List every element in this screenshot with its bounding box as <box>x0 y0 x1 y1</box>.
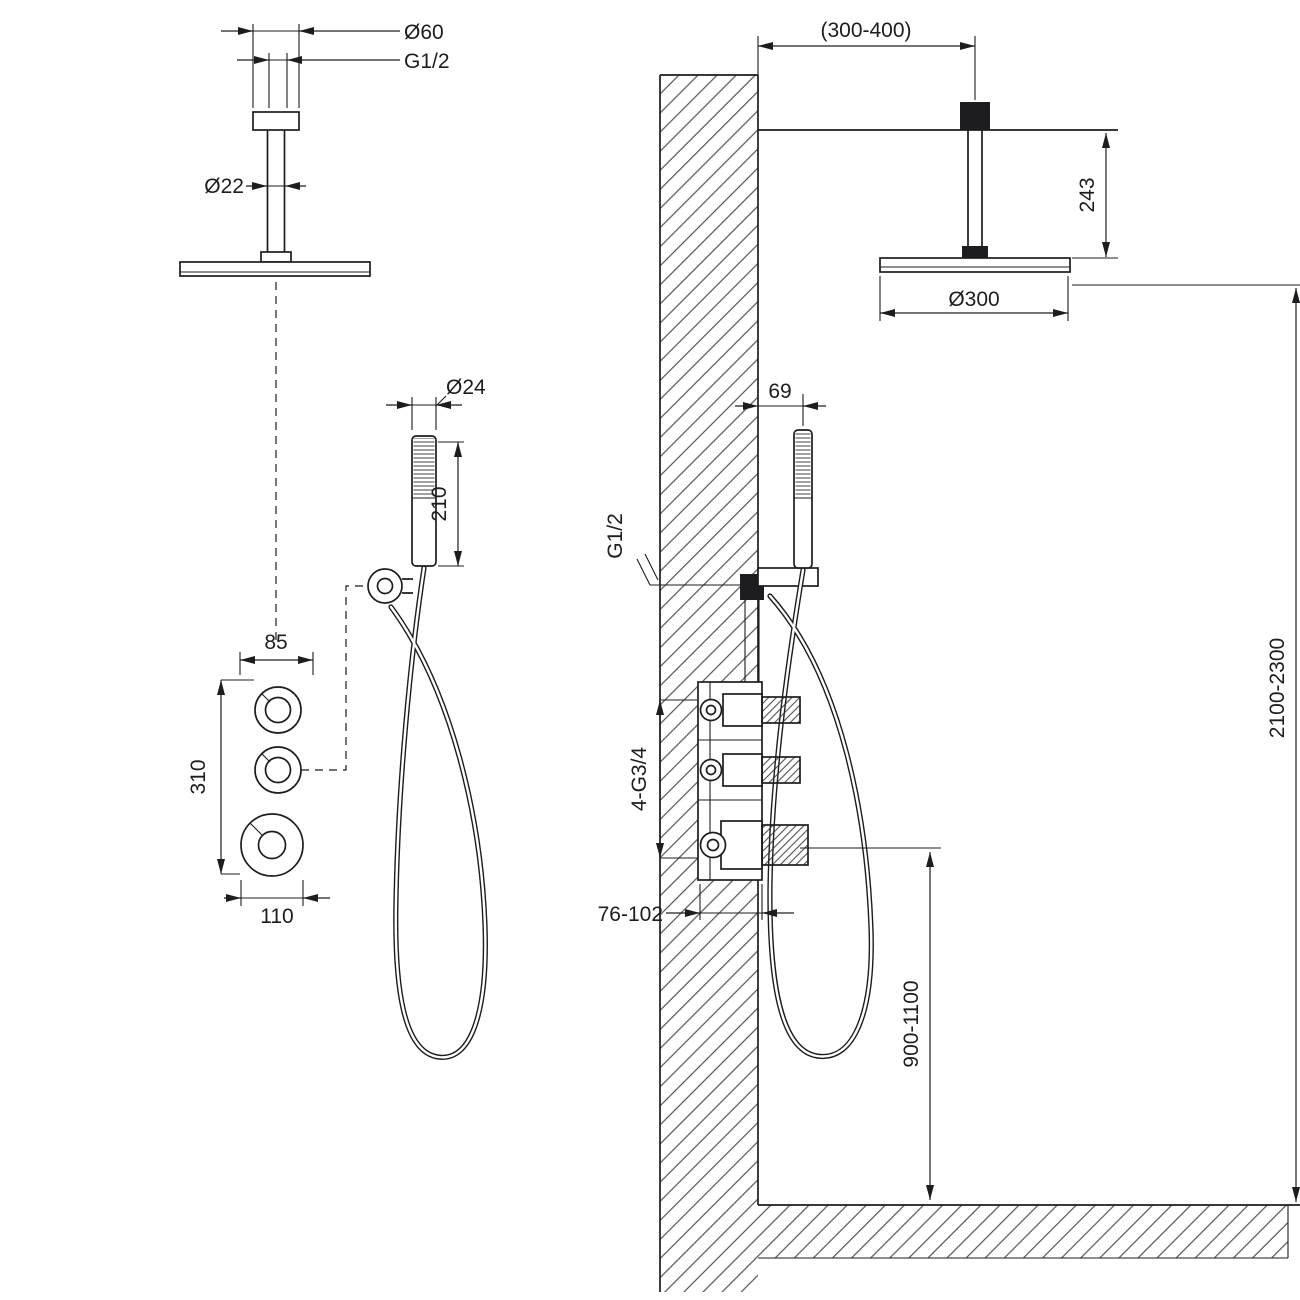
dim-g12-side-label: G1/2 <box>604 513 627 559</box>
dim-243-label: 243 <box>1076 177 1099 212</box>
side-view: (300-400) Ø300 243 2100-2300 69 <box>598 19 1300 1292</box>
dim-69-label: 69 <box>768 380 791 403</box>
dim-o22-label: Ø22 <box>204 175 244 198</box>
hand-shower-spray-texture <box>413 438 435 498</box>
dim-o60-label: Ø60 <box>404 21 444 44</box>
front-view: Ø60 G1/2 Ø22 Ø24 <box>179 21 488 1060</box>
front-ceiling-dims: Ø60 G1/2 <box>221 21 450 108</box>
front-ceiling-shower: Ø22 <box>179 111 371 640</box>
shower-head-side <box>879 257 1071 273</box>
dim-2100-2300-label: 2100-2300 <box>1266 638 1289 738</box>
side-valve-rough-in: 4-G3/4 76-102 900-1100 <box>598 681 941 1200</box>
shower-head <box>179 261 371 277</box>
hand-shower-spray-texture-side <box>795 432 811 498</box>
shower-hose-side <box>767 567 874 1060</box>
dim-85-label: 85 <box>264 631 287 654</box>
head-connector <box>260 251 292 263</box>
head-connector-side <box>962 246 988 258</box>
front-valve-trim: 85 310 110 <box>187 631 330 928</box>
in-wall-pipe <box>744 600 760 682</box>
valve-stem-top <box>761 696 801 724</box>
dim-4-g34-label: 4-G3/4 <box>628 747 651 812</box>
floor-hatch <box>758 1205 1288 1258</box>
dim-g12-front-label: G1/2 <box>404 50 450 73</box>
ceiling-mount-block <box>960 102 990 130</box>
valve-stem-middle <box>761 756 801 784</box>
shower-arm-side <box>967 130 983 246</box>
dim-o300-label: Ø300 <box>948 288 999 311</box>
dim-110-label: 110 <box>260 905 293 928</box>
ceiling-flange <box>252 111 300 131</box>
g12-leader <box>636 553 740 586</box>
dim-310-label: 310 <box>187 759 210 794</box>
dim-900-1100-label: 900-1100 <box>900 980 923 1067</box>
dim-o24-label: Ø24 <box>446 376 486 399</box>
front-hand-shower: Ø24 210 <box>301 376 488 1060</box>
dim-76-102-label: 76-102 <box>598 903 663 926</box>
valve-stem-bottom <box>761 824 809 866</box>
side-ceiling-shower: (300-400) Ø300 243 <box>757 19 1118 321</box>
dim-300-400-label: (300-400) <box>820 19 911 42</box>
holder-bracket <box>757 567 819 587</box>
side-overall-height: 2100-2300 <box>1072 284 1300 1202</box>
shower-arm <box>266 130 286 252</box>
holder-leader <box>301 585 366 771</box>
dim-210-label: 210 <box>428 486 451 521</box>
